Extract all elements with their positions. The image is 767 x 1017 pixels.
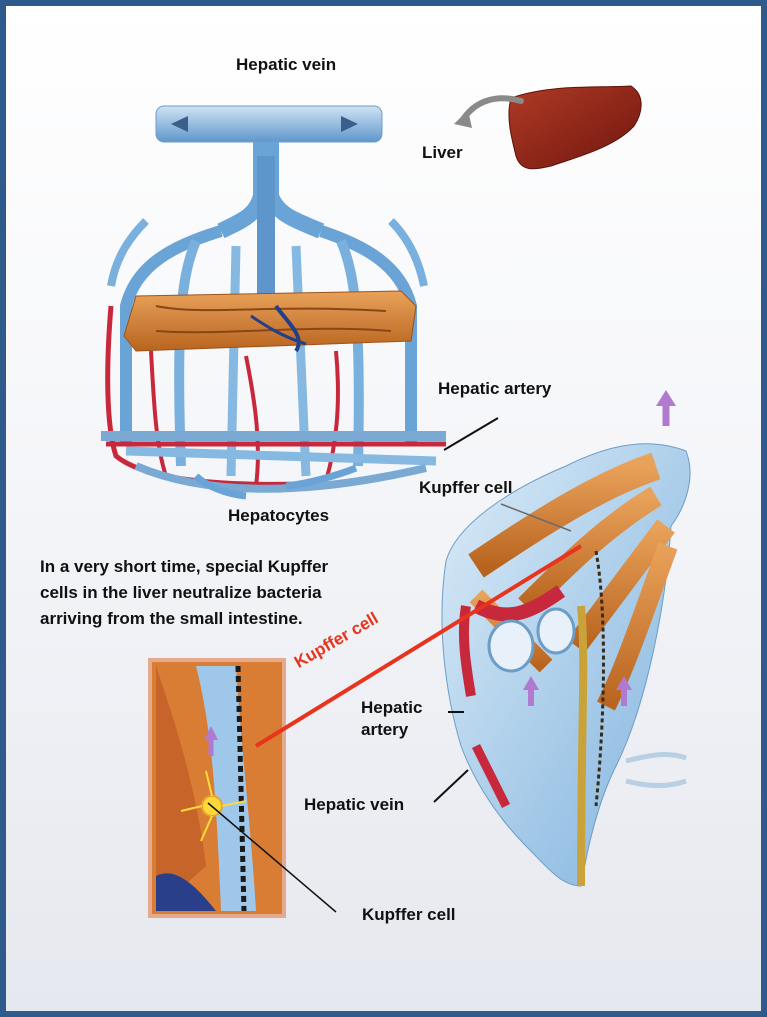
hepatic-vein-label-lower: Hepatic vein: [304, 794, 404, 815]
hepatocyte-plate: [124, 291, 416, 351]
lobule-section: [442, 390, 690, 886]
kupffer-cell-label-bottom: Kupffer cell: [362, 904, 456, 925]
liver-organ-graphic: [509, 86, 641, 169]
hepatocytes-label: Hepatocytes: [228, 505, 329, 526]
hepatic-artery-leader-top: [444, 418, 498, 450]
hepatic-vein-label-top: Hepatic vein: [236, 54, 336, 75]
liver-illustration: [6, 6, 767, 1017]
hepatic-artery-label-lower: Hepatic artery: [361, 697, 441, 741]
kupffer-cell-label-top: Kupffer cell: [419, 477, 513, 498]
caption-text: In a very short time, special Kupffer ce…: [40, 554, 340, 632]
hepatic-vein-leader-lower: [434, 770, 468, 802]
liver-label: Liver: [422, 142, 463, 163]
kupffer-cell-inset: [150, 660, 284, 916]
hepatic-artery-label-top: Hepatic artery: [438, 378, 551, 399]
